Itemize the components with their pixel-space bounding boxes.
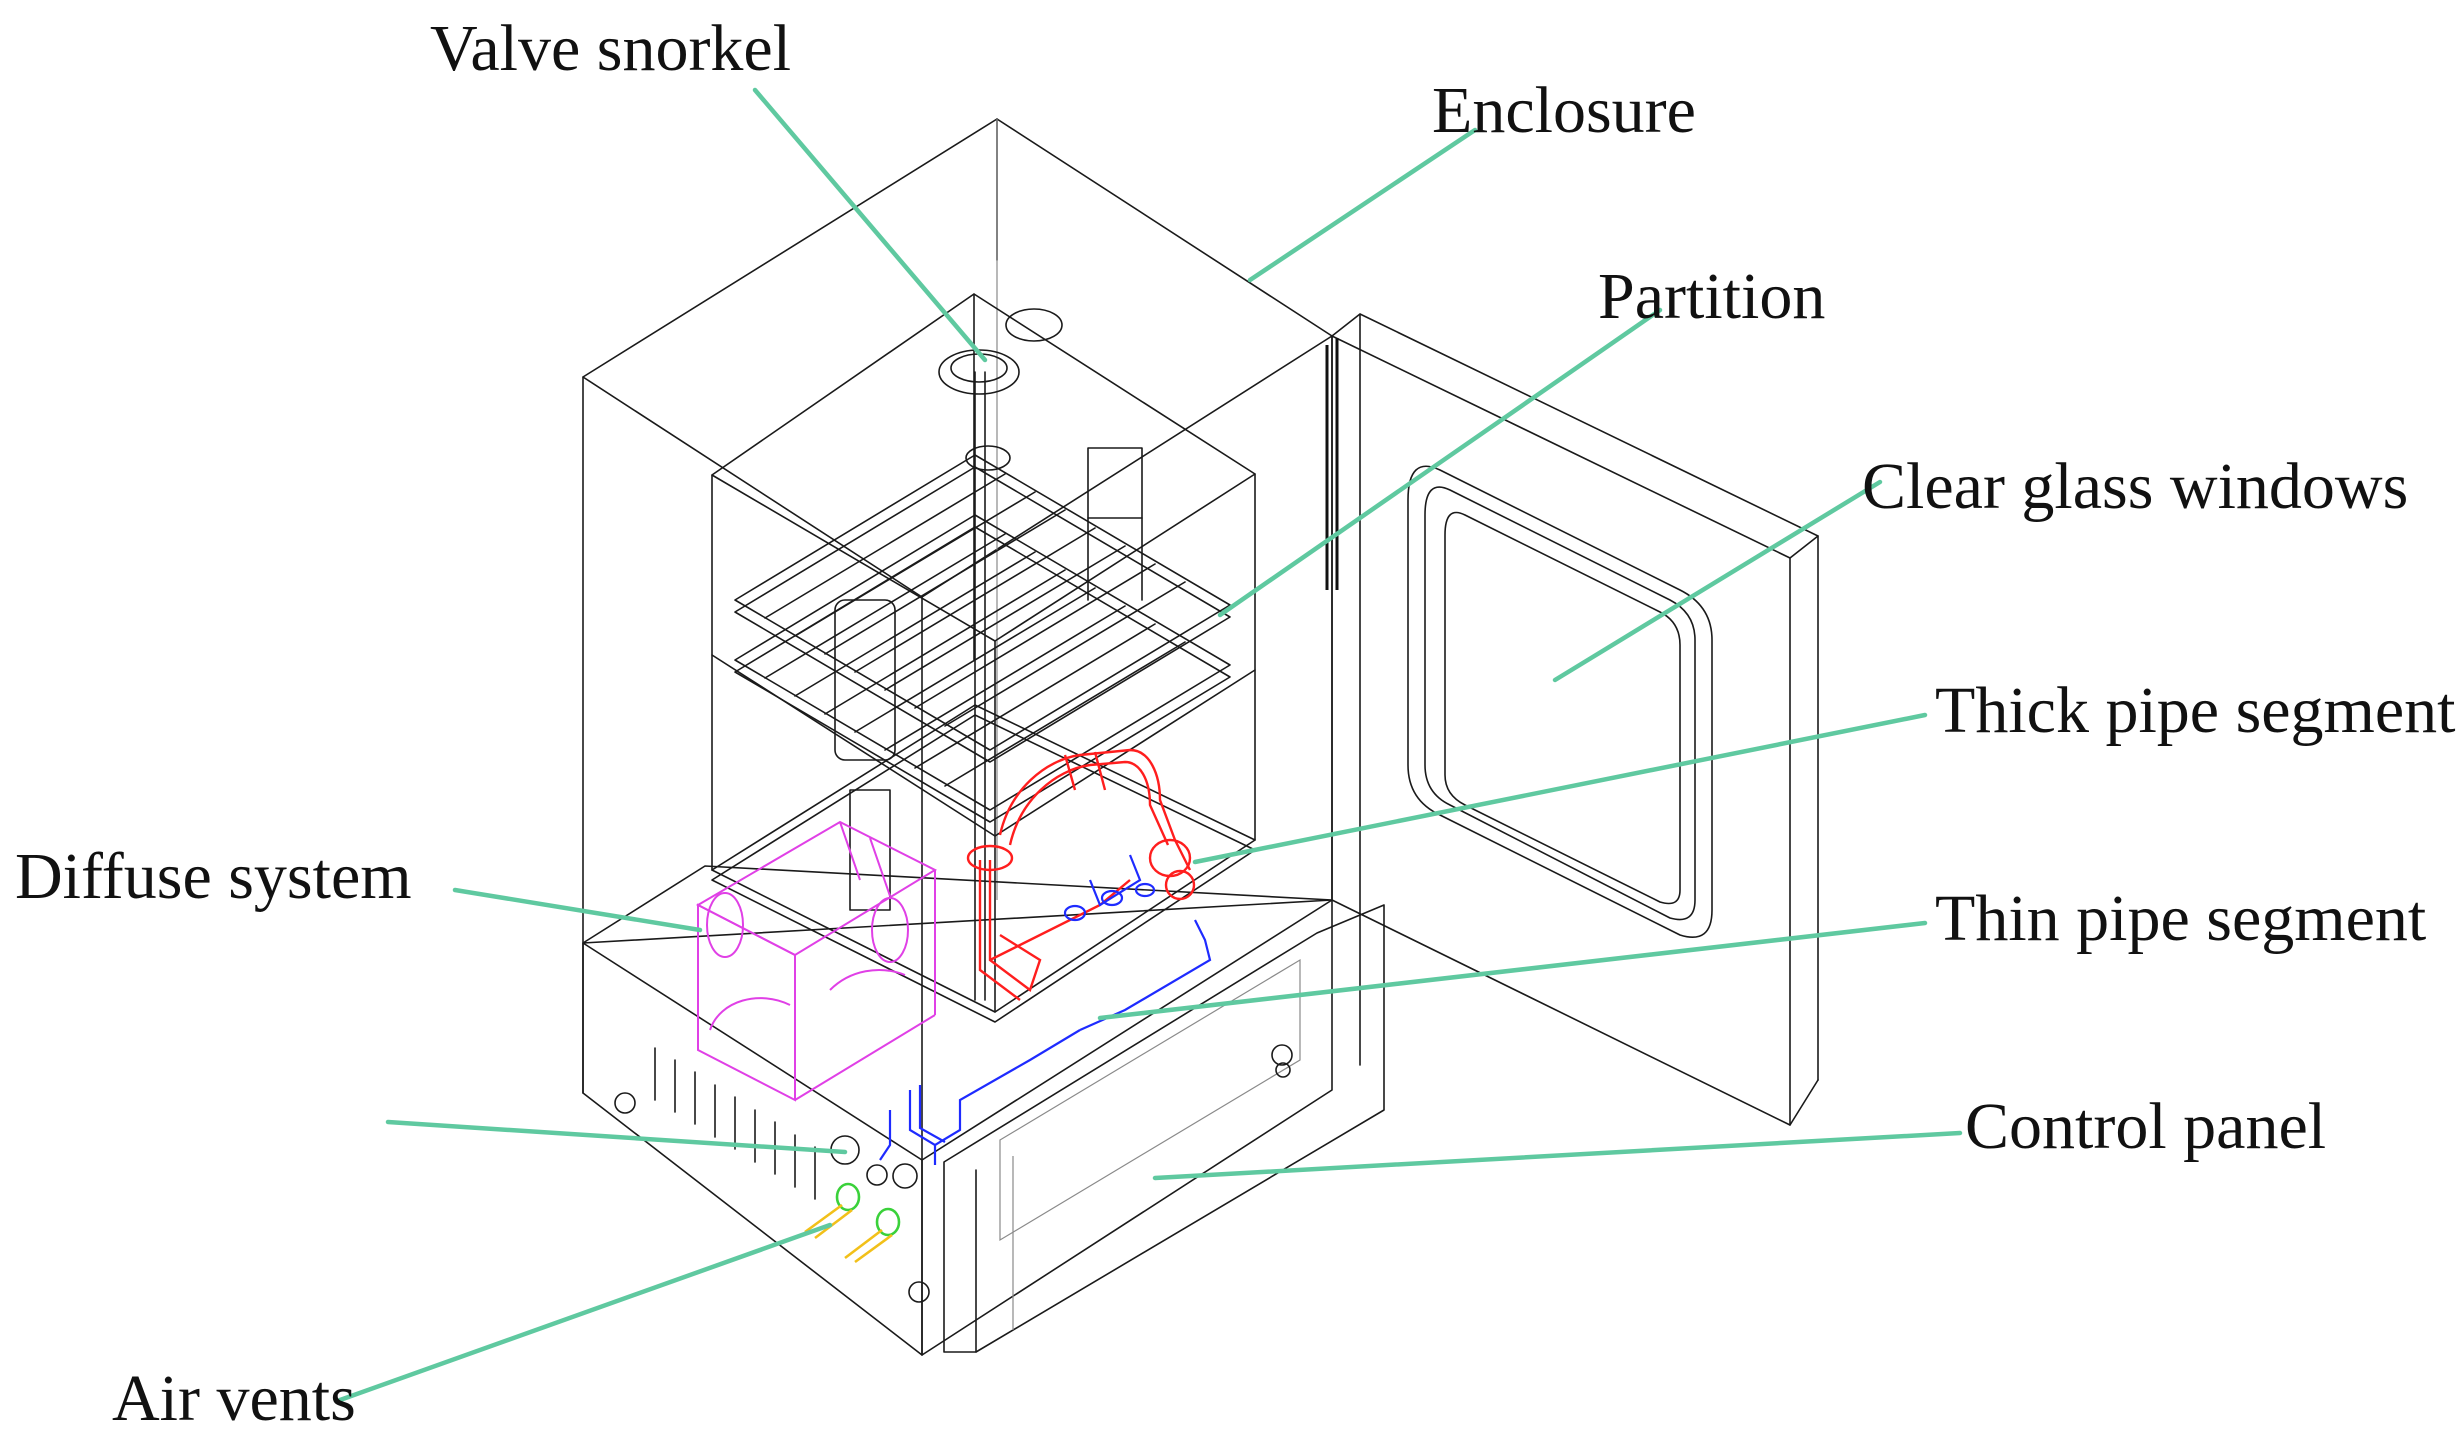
- leader-enclosure: [1247, 127, 1478, 283]
- label-thick-pipe-segment: Thick pipe segment: [1935, 674, 2456, 747]
- leader-lines: [337, 87, 1963, 1403]
- label-enclosure: Enclosure: [1432, 74, 1696, 147]
- label-valve-snorkel: Valve snorkel: [430, 12, 791, 85]
- thick-pipe: [966, 748, 1196, 1001]
- door-panel: [1325, 313, 1819, 1126]
- air-vents-parts: [804, 1135, 918, 1264]
- leader-thick-pipe-segment: [1192, 712, 1928, 865]
- label-control-panel: Control panel: [1965, 1090, 2326, 1163]
- thin-pipe: [879, 854, 1212, 1165]
- label-air-vents: Air vents: [112, 1362, 356, 1435]
- diffuse-system-parts: [695, 820, 938, 1102]
- leader-diffuse-system: [452, 887, 703, 933]
- clear-glass-window: [1407, 465, 1713, 938]
- leader-partition: [1217, 307, 1663, 618]
- partition-shelves: [734, 454, 1231, 911]
- leader-air-vents: [337, 1222, 833, 1403]
- enclosure-body: [582, 118, 1385, 1356]
- label-partition: Partition: [1598, 260, 1825, 333]
- label-thin-pipe-segment: Thin pipe segment: [1935, 882, 2426, 955]
- label-diffuse-system: Diffuse system: [15, 840, 412, 913]
- leader-valve-snorkel: [752, 87, 988, 363]
- leader-thin-pipe-segment: [1097, 920, 1928, 1021]
- leader-control-panel: [1152, 1130, 1963, 1181]
- label-clear-glass-windows: Clear glass windows: [1862, 450, 2408, 523]
- leader-unlabeled-component: [385, 1119, 848, 1155]
- inner-chamber: [711, 293, 1256, 1023]
- leader-clear-glass-windows: [1552, 479, 1883, 683]
- side-vent-slats: [654, 1047, 816, 1200]
